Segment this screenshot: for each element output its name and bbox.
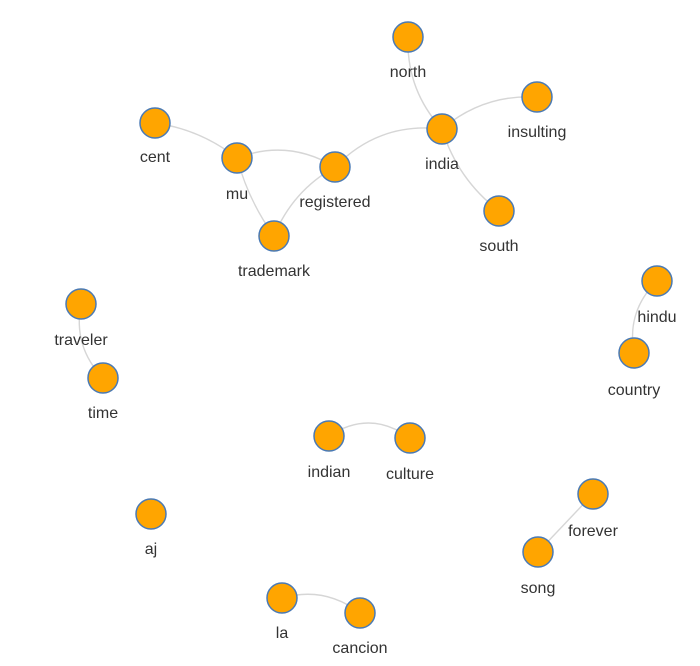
node-circle-trademark[interactable] [258,220,290,252]
node-label-cent: cent [140,149,171,166]
node-label-song: song [521,580,556,597]
node-label-south: south [479,238,518,255]
node-label-forever: forever [568,523,618,540]
node-label-hindu: hindu [637,309,676,326]
node-song[interactable]: song [521,536,556,597]
node-label-registered: registered [299,194,370,211]
node-circle-country[interactable] [618,337,650,369]
node-cent[interactable]: cent [139,107,171,166]
node-circle-traveler[interactable] [65,288,97,320]
node-label-la: la [276,625,289,642]
node-india[interactable]: india [425,113,459,173]
node-label-mu: mu [226,186,248,203]
node-insulting[interactable]: insulting [508,81,567,141]
node-registered[interactable]: registered [299,151,371,211]
node-hindu[interactable]: hindu [637,265,677,326]
node-circle-culture[interactable] [394,422,426,454]
node-culture[interactable]: culture [386,422,434,483]
node-label-insulting: insulting [508,124,567,141]
node-circle-north[interactable] [392,21,424,53]
node-circle-mu[interactable] [221,142,253,174]
node-la[interactable]: la [266,582,298,642]
node-trademark[interactable]: trademark [238,220,311,280]
node-circle-indian[interactable] [313,420,345,452]
node-circle-cancion[interactable] [344,597,376,629]
nodes-layer: north insulting cent mu registered india trade… [54,21,677,657]
node-circle-registered[interactable] [319,151,351,183]
node-circle-forever[interactable] [577,478,609,510]
node-label-culture: culture [386,466,434,483]
node-label-indian: indian [308,464,351,481]
node-indian[interactable]: indian [308,420,351,481]
node-circle-time[interactable] [87,362,119,394]
node-aj[interactable]: aj [135,498,167,558]
node-label-cancion: cancion [332,640,387,657]
node-cancion[interactable]: cancion [332,597,388,657]
node-circle-cent[interactable] [139,107,171,139]
node-label-trademark: trademark [238,263,311,280]
node-north[interactable]: north [390,21,426,81]
node-traveler[interactable]: traveler [54,288,108,349]
node-circle-south[interactable] [483,195,515,227]
node-label-aj: aj [145,541,157,558]
node-mu[interactable]: mu [221,142,253,203]
node-circle-hindu[interactable] [641,265,673,297]
node-circle-insulting[interactable] [521,81,553,113]
node-label-time: time [88,405,118,422]
node-circle-la[interactable] [266,582,298,614]
node-time[interactable]: time [87,362,119,422]
node-circle-song[interactable] [522,536,554,568]
node-south[interactable]: south [479,195,519,255]
node-circle-aj[interactable] [135,498,167,530]
node-country[interactable]: country [608,337,660,399]
node-label-north: north [390,64,426,81]
node-label-india: india [425,156,459,173]
node-circle-india[interactable] [426,113,458,145]
node-forever[interactable]: forever [568,478,619,540]
node-label-country: country [608,382,660,399]
node-label-traveler: traveler [54,332,108,349]
